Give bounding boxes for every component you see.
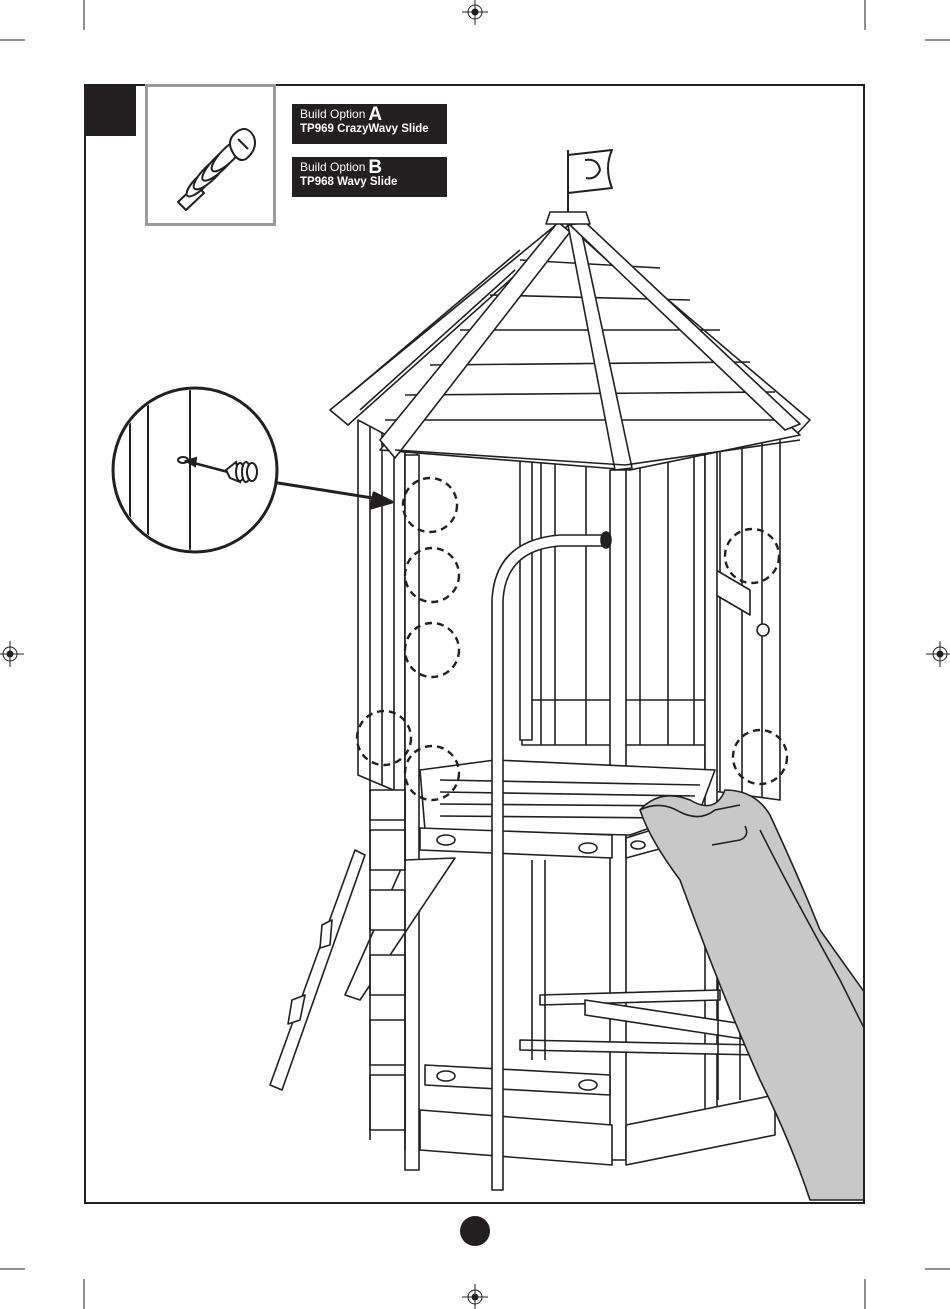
- roof: [330, 212, 810, 470]
- flag-icon: [568, 150, 612, 215]
- magnified-detail-icon: [113, 380, 277, 560]
- page-number-badge: [460, 1216, 490, 1246]
